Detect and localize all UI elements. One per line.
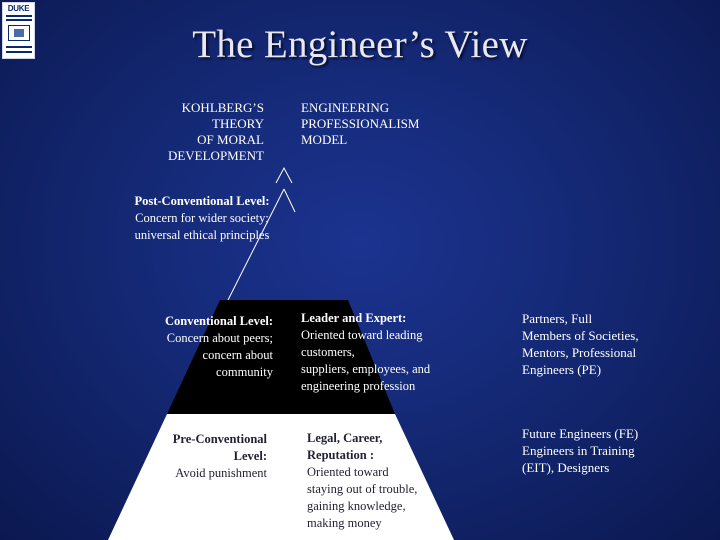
logo-wordmark: DUKE bbox=[7, 4, 30, 13]
header-line: DEVELOPMENT bbox=[167, 148, 264, 163]
header-line: ENGINEERING bbox=[301, 100, 390, 115]
leader-expert-stage: Leader and Expert: Oriented toward leadi… bbox=[301, 310, 471, 395]
pyramid-base-tier bbox=[108, 414, 454, 540]
conventional-level: Conventional Level: Concern about peers;… bbox=[134, 313, 273, 381]
logo-rule bbox=[6, 15, 32, 17]
stage-text: staying out of trouble, bbox=[307, 482, 418, 496]
pyramid-apex-caret bbox=[275, 166, 293, 184]
stage-text: customers, bbox=[301, 345, 355, 359]
header-line: THEORY bbox=[212, 116, 264, 131]
stage-text: Oriented toward leading bbox=[301, 328, 423, 342]
pyramid-middle-tier bbox=[167, 300, 395, 414]
stage-text: Oriented toward bbox=[307, 465, 389, 479]
header-line: OF MORAL bbox=[197, 132, 264, 147]
role-line: (EIT), Designers bbox=[522, 460, 610, 475]
professionalism-header: ENGINEERING PROFESSIONALISM MODEL bbox=[301, 100, 481, 148]
pyramid-top-left-edge bbox=[227, 188, 285, 301]
duke-logo: DUKE bbox=[2, 2, 35, 59]
kohlberg-header: KOHLBERG’S THEORY OF MORAL DEVELOPMENT bbox=[110, 100, 264, 164]
level-heading: Post-Conventional Level: bbox=[134, 194, 270, 208]
role-line: Mentors, Professional bbox=[522, 345, 637, 360]
roles-upper: Partners, Full Members of Societies, Men… bbox=[522, 310, 682, 378]
level-text: Avoid punishment bbox=[175, 466, 267, 480]
pyramid-top-right-edge bbox=[283, 188, 296, 213]
header-line: MODEL bbox=[301, 132, 348, 147]
stage-heading: Leader and Expert: bbox=[301, 311, 407, 325]
role-line: Members of Societies, bbox=[522, 328, 639, 343]
level-text: Concern for wider society; bbox=[135, 211, 269, 225]
stage-heading: Legal, Career, bbox=[307, 431, 383, 445]
header-line: KOHLBERG’S bbox=[181, 100, 264, 115]
logo-rule bbox=[6, 19, 32, 21]
level-heading: Pre-Conventional bbox=[172, 432, 267, 446]
header-line: PROFESSIONALISM bbox=[301, 116, 420, 131]
level-text: universal ethical principles bbox=[134, 228, 270, 242]
level-text: Concern about peers; bbox=[166, 331, 273, 345]
logo-rule bbox=[6, 51, 32, 53]
level-heading: Level: bbox=[233, 449, 267, 463]
role-line: Engineers in Training bbox=[522, 443, 635, 458]
role-line: Engineers (PE) bbox=[522, 362, 602, 377]
level-heading: Conventional Level: bbox=[165, 314, 273, 328]
stage-heading: Reputation : bbox=[307, 448, 375, 462]
post-conventional-level: Post-Conventional Level: Concern for wid… bbox=[114, 193, 290, 244]
roles-lower: Future Engineers (FE) Engineers in Train… bbox=[522, 425, 682, 476]
logo-rule bbox=[6, 46, 32, 48]
stage-text: suppliers, employees, and bbox=[301, 362, 431, 376]
role-line: Future Engineers (FE) bbox=[522, 426, 639, 441]
slide-title: The Engineer’s View bbox=[192, 23, 528, 66]
level-text: community bbox=[216, 365, 273, 379]
stage-text: engineering profession bbox=[301, 379, 416, 393]
level-text: concern about bbox=[202, 348, 273, 362]
pre-conventional-level: Pre-Conventional Level: Avoid punishment bbox=[146, 431, 267, 482]
role-line: Partners, Full bbox=[522, 311, 593, 326]
logo-seal-icon bbox=[8, 25, 30, 41]
stage-text: making money bbox=[307, 516, 382, 530]
legal-career-stage: Legal, Career, Reputation : Oriented tow… bbox=[307, 430, 445, 532]
stage-text: gaining knowledge, bbox=[307, 499, 406, 513]
